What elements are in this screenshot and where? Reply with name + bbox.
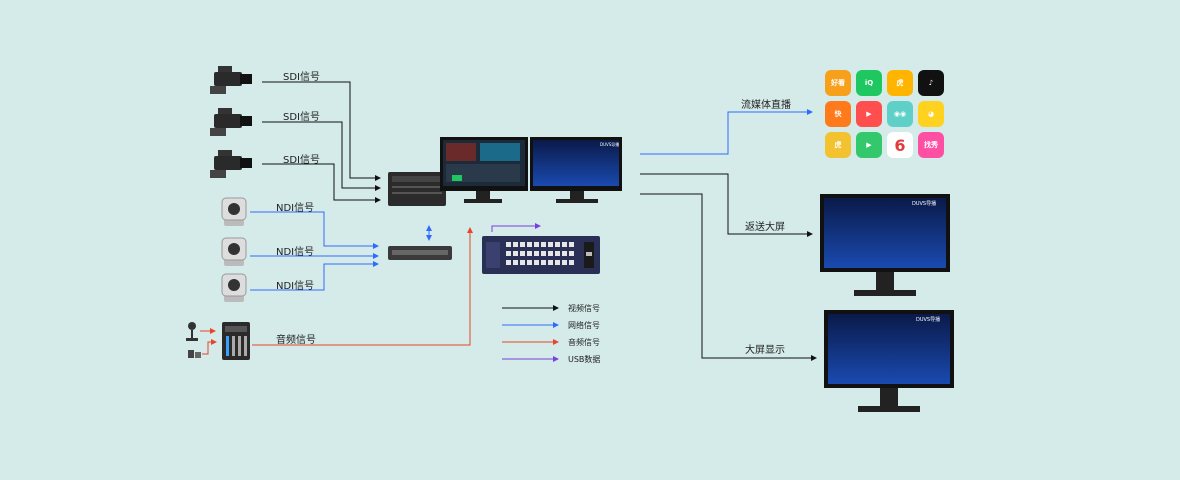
sdi-label-3: SDI信号 [283,155,320,166]
douyin-app-icon: ♪ [918,70,944,96]
big-screen-monitor: DUVS导播 [824,310,954,412]
ptz-camera-icon-2 [221,237,247,266]
big-screen-label: 大屏显示 [745,345,785,356]
camcorder-icon-2 [210,108,252,136]
haokan-app-icon: 好看 [825,70,851,96]
kuaishou-app-icon: 快 [825,101,851,127]
microphone-icon [186,322,198,341]
send-screen-monitor: DUVS导播 [820,194,950,296]
switcher-server-icon [388,172,446,206]
legend-video-label: 视频信号 [568,304,600,313]
monitor-brand-3: DUVS导播 [916,316,940,323]
ptz-camera-icon-1 [221,197,247,226]
owl-app-icon: ◉◉ [887,101,913,127]
huoshan-app-icon: ▶ [856,101,882,127]
ptz-camera-icon-3 [221,273,247,302]
audio-device-icon [188,350,201,358]
legend-audio-label: 音频信号 [568,338,600,347]
legend-usb-label: USB数据 [568,355,601,364]
network-switch-icon [388,246,452,260]
ndi-label-3: NDI信号 [276,281,315,292]
audio-label: 音频信号 [276,335,316,346]
green-play-app-icon: ▶ [856,132,882,158]
six-app-icon: 6 [887,132,913,158]
iqiyi-app-icon: iQ [856,70,882,96]
sdi-label-1: SDI信号 [283,72,320,83]
huya2-app-icon: 虎 [825,132,851,158]
sdi-label-2: SDI信号 [283,112,320,123]
monitor-brand-1: DUVS导播 [600,141,619,147]
audio-mixer-icon [222,322,250,360]
pink-app-icon: 找秀 [918,132,944,158]
control-panel-icon [482,236,600,274]
huya-app-icon: 虎 [887,70,913,96]
send-screen-label: 返送大屏 [745,222,785,233]
camcorder-icon-1 [210,66,252,94]
monitor-brand-2: DUVS导播 [912,200,936,207]
camcorder-icon-3 [210,150,252,178]
director-monitor-right: DUVS导播 [530,137,622,203]
director-monitor-left [440,137,528,203]
yellow-face-app-icon: ◕ [918,101,944,127]
ndi-label-1: NDI信号 [276,203,315,214]
legend [502,305,559,362]
streaming-label: 流媒体直播 [741,100,791,111]
legend-network-label: 网络信号 [568,321,600,330]
ndi-label-2: NDI信号 [276,247,315,258]
